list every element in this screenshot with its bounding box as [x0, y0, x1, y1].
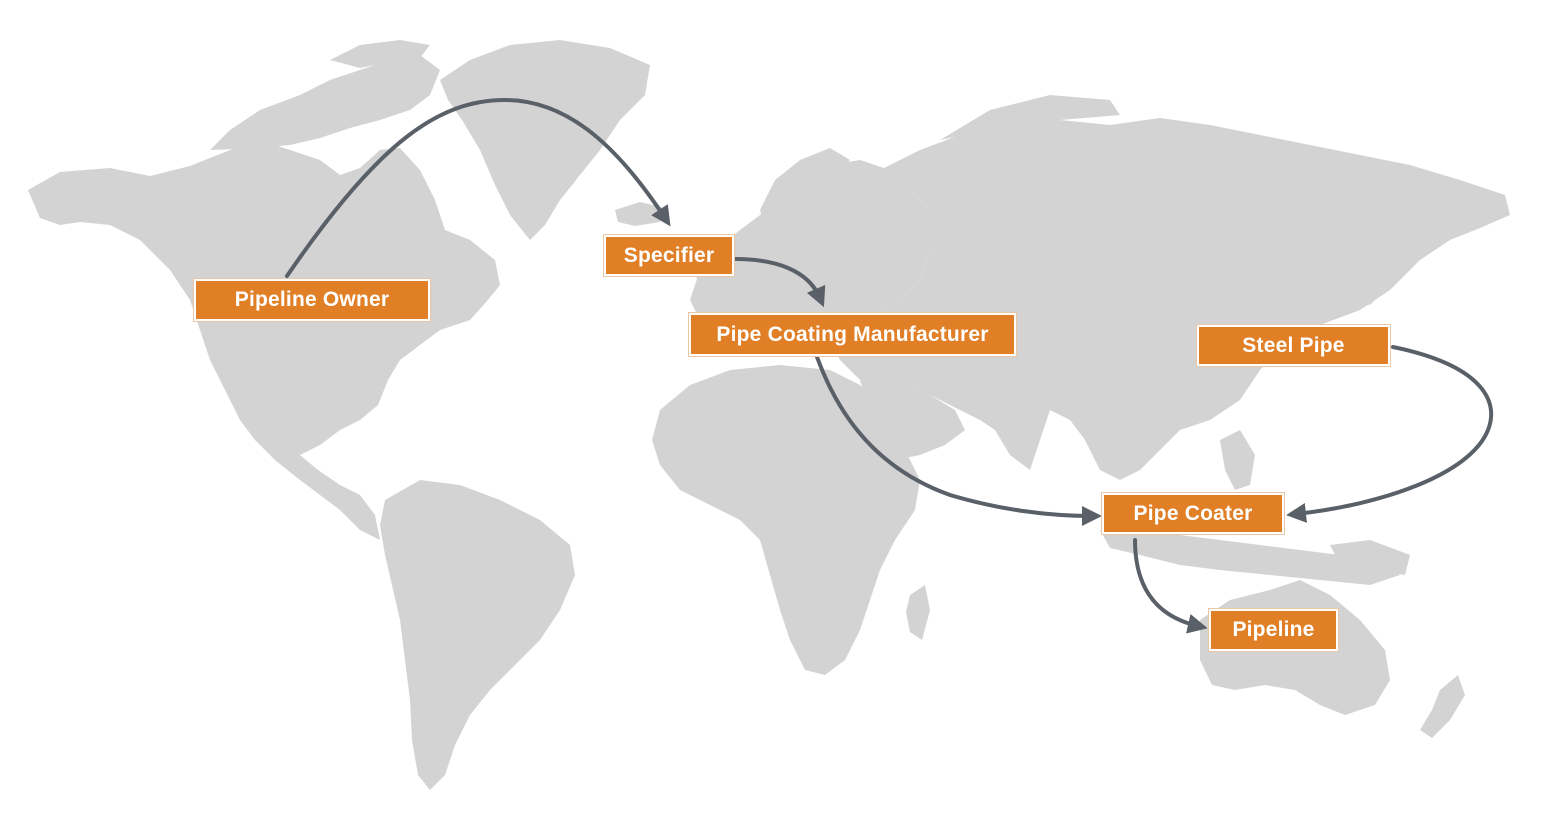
arrow-specifier-to-pipe-coating-manufacturer — [733, 257, 826, 308]
arrow-pipeline-owner-to-specifier — [285, 97, 671, 278]
madagascar — [906, 585, 930, 640]
node-pipeline-label: Pipeline — [1232, 618, 1315, 641]
scandinavia — [760, 148, 850, 255]
node-pipe-coater-label: Pipe Coater — [1133, 501, 1253, 525]
africa-landmass — [652, 365, 920, 675]
node-pipeline: Pipeline — [1209, 609, 1338, 651]
node-steel-pipe-label: Steel Pipe — [1242, 333, 1345, 357]
node-pipeline-owner: Pipeline Owner — [194, 279, 430, 321]
europe-landmass — [690, 160, 930, 335]
philippines — [1220, 430, 1255, 490]
new-zealand — [1420, 675, 1465, 738]
japan — [1355, 240, 1398, 305]
asia-landmass — [830, 118, 1510, 480]
arctic-islands — [210, 55, 440, 150]
node-steel-pipe: Steel Pipe — [1197, 325, 1390, 366]
greenland-landmass — [440, 40, 650, 240]
arctic-islands-north — [330, 40, 430, 68]
siberia-north — [940, 95, 1120, 140]
indonesia-islands — [1100, 525, 1400, 585]
node-pipe-coating-manufacturer: Pipe Coating Manufacturer — [689, 313, 1016, 356]
node-pipe-coater: Pipe Coater — [1102, 493, 1284, 534]
arrow-steel-pipe-to-pipe-coater — [1286, 345, 1494, 523]
node-specifier-label: Specifier — [623, 243, 715, 267]
node-pipeline-owner-label: Pipeline Owner — [234, 288, 390, 311]
new-guinea — [1330, 540, 1410, 575]
south-america-landmass — [380, 480, 575, 790]
node-specifier: Specifier — [604, 235, 734, 276]
north-america-landmass — [28, 140, 500, 540]
node-pipe-coating-manufacturer-label: Pipe Coating Manufacturer — [716, 322, 989, 346]
arrow-pipe-coating-manufacturer-to-pipe-coater — [815, 355, 1102, 526]
arrow-pipe-coater-to-pipeline — [1133, 538, 1208, 634]
